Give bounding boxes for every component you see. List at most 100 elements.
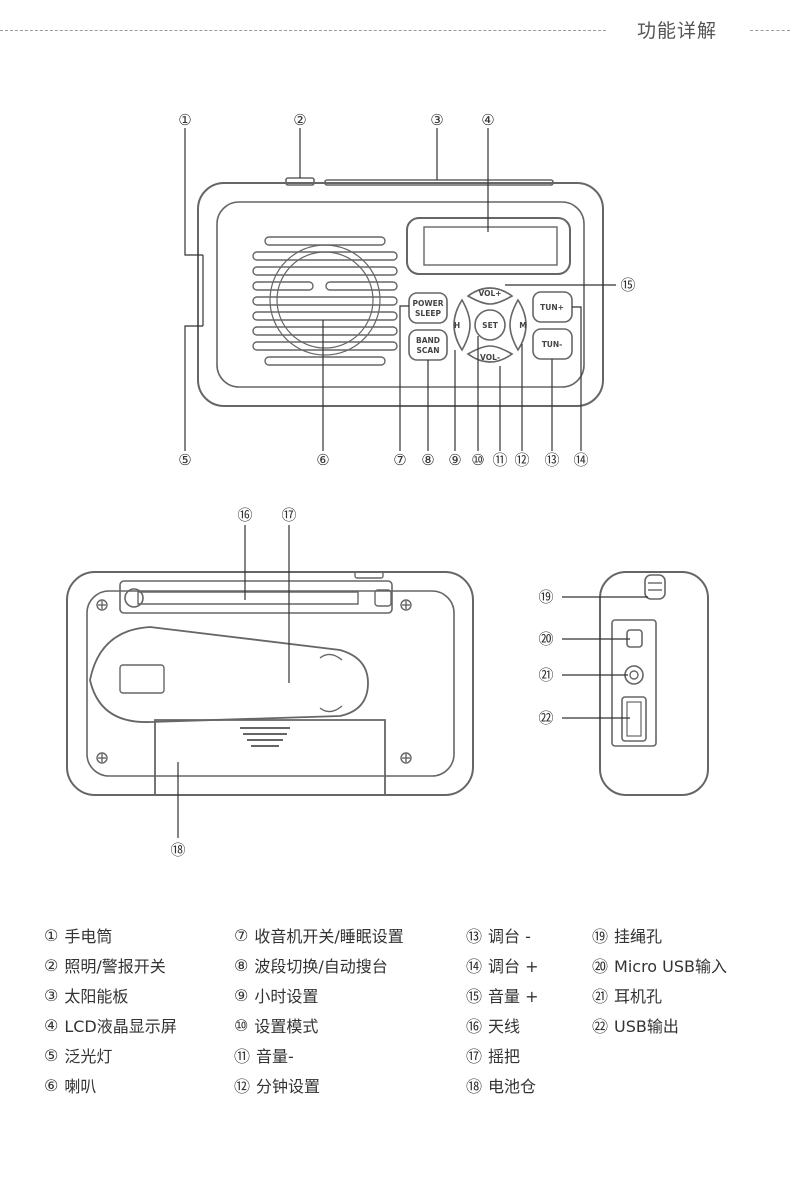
h-label: H xyxy=(454,321,460,330)
legend-item: ⑨ 小时设置 xyxy=(234,980,404,1010)
legend-number: ㉒ xyxy=(592,1017,609,1036)
m-label: M xyxy=(519,321,526,330)
section-header: 功能详解 xyxy=(0,0,790,60)
callout-22: ㉒ xyxy=(538,709,553,727)
legend-label: 太阳能板 xyxy=(64,987,129,1006)
vol-minus-button[interactable] xyxy=(466,345,514,363)
callout-1: ① xyxy=(178,111,191,129)
callout-9: ⑨ xyxy=(448,451,461,469)
power-sleep-button[interactable] xyxy=(408,292,448,324)
legend-item: ⑩ 设置模式 xyxy=(234,1010,404,1040)
header-dash-right xyxy=(750,30,790,31)
legend-number: ⑥ xyxy=(44,1075,59,1095)
scan-label: SCAN xyxy=(417,346,440,355)
m-button[interactable] xyxy=(509,298,527,352)
power-label: POWER xyxy=(412,299,443,308)
legend-label: 摇把 xyxy=(488,1047,521,1066)
legend-number: ⑨ xyxy=(234,985,249,1005)
legend-label: Micro USB输入 xyxy=(614,957,728,976)
legend-label: 耳机孔 xyxy=(614,987,663,1006)
lcd-screen xyxy=(423,226,558,266)
legend-label: 手电筒 xyxy=(64,927,113,946)
screws xyxy=(96,599,412,764)
callout-15: ⑮ xyxy=(620,276,635,294)
header-dash-left xyxy=(0,30,606,31)
band-scan-button[interactable] xyxy=(408,329,448,361)
crank-handle xyxy=(89,626,369,723)
battery-cover xyxy=(154,719,386,795)
radio-side-view xyxy=(599,571,709,796)
callout-20: ⑳ xyxy=(538,630,553,648)
legend-number: ⑫ xyxy=(234,1077,251,1096)
radio-diagram: POWER SLEEP BAND SCAN VOL+ VOL- H M SET … xyxy=(66,111,709,859)
tun-plus-label: TUN+ xyxy=(540,303,564,312)
callout-14: ⑭ xyxy=(573,451,588,469)
callout-7: ⑦ xyxy=(393,451,406,469)
legend-number: ⑦ xyxy=(234,925,249,945)
legend-item: ⑰ 摇把 xyxy=(466,1040,539,1070)
radio-back-body xyxy=(66,571,474,796)
callout-6: ⑥ xyxy=(316,451,329,469)
legend-label: 电池仓 xyxy=(488,1077,537,1096)
legend-number: ⑯ xyxy=(466,1017,483,1036)
legend-number: ⑳ xyxy=(592,957,609,976)
antenna-pivot xyxy=(124,588,144,608)
tun-minus-label: TUN- xyxy=(542,340,563,349)
legend-number: ⑬ xyxy=(466,927,483,946)
lanyard-hole xyxy=(644,574,666,600)
section-title: 功能详解 xyxy=(636,20,717,42)
speaker-grille xyxy=(252,236,398,366)
radio-back-panel xyxy=(86,590,455,777)
back-leader-lines xyxy=(177,525,290,838)
set-label: SET xyxy=(482,321,499,330)
solar-panel-strip xyxy=(324,179,554,186)
callout-21: ㉑ xyxy=(538,666,553,684)
radio-back-view xyxy=(66,571,474,796)
antenna-bay xyxy=(119,580,393,614)
port-panel xyxy=(611,619,657,747)
callout-3: ③ xyxy=(430,111,443,129)
legend-item: ⑳ Micro USB输入 xyxy=(592,950,727,980)
legend-number: ⑪ xyxy=(234,1047,251,1066)
set-button[interactable] xyxy=(474,309,506,341)
sleep-label: SLEEP xyxy=(415,309,441,318)
front-leader-lines xyxy=(184,128,616,451)
legend-label: 泛光灯 xyxy=(64,1047,113,1066)
legend-number: ② xyxy=(44,955,59,975)
vol-plus-button[interactable] xyxy=(466,287,514,305)
legend-number: ⑰ xyxy=(466,1047,483,1066)
legend-number: ⑧ xyxy=(234,955,249,975)
back-top-tab xyxy=(354,571,384,579)
legend-number: ⑮ xyxy=(466,987,483,1006)
legend-label: 设置模式 xyxy=(254,1017,319,1036)
legend-label: 小时设置 xyxy=(254,987,319,1006)
legend-label: LCD液晶显示屏 xyxy=(64,1017,177,1036)
h-button[interactable] xyxy=(453,298,471,352)
legend-label: 分钟设置 xyxy=(256,1077,321,1096)
antenna-rod xyxy=(137,591,359,605)
vol-minus-label: VOL- xyxy=(480,353,500,362)
callout-19: ⑲ xyxy=(538,588,553,606)
legend-number: ⑩ xyxy=(234,1015,249,1035)
legend-number: ⑤ xyxy=(44,1045,59,1065)
callout-13: ⑬ xyxy=(544,451,559,469)
callout-18: ⑱ xyxy=(170,841,185,859)
callout-8: ⑧ xyxy=(421,451,434,469)
